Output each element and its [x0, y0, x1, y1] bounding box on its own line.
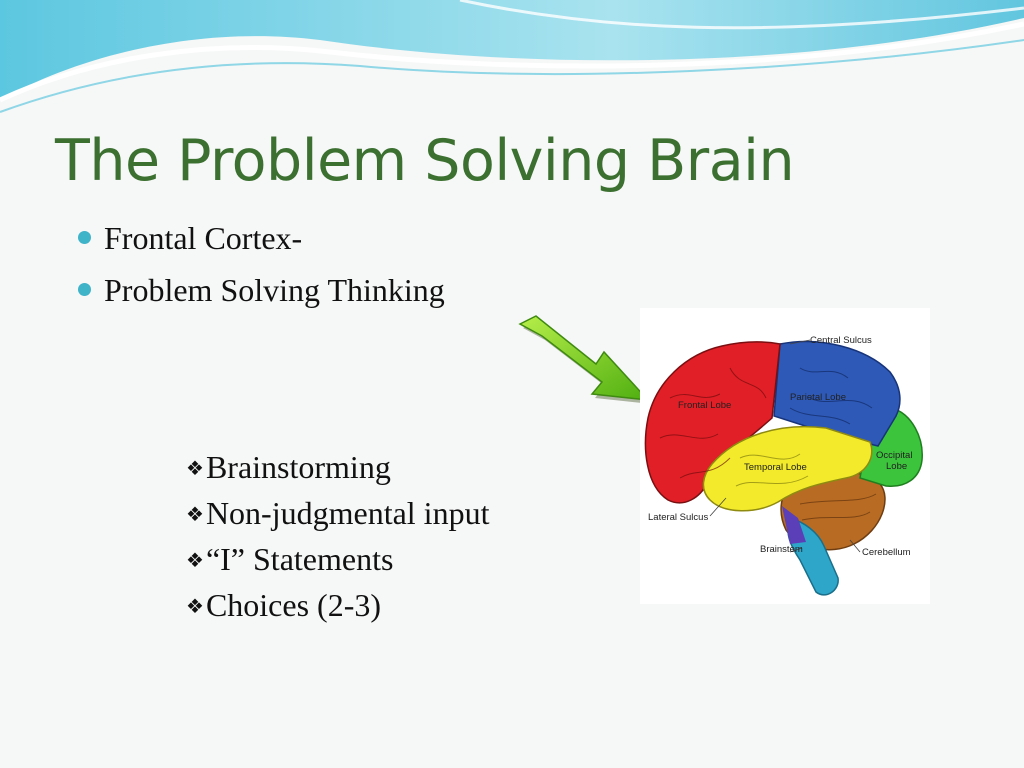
lateral-sulcus-label: Lateral Sulcus [648, 512, 708, 523]
sub-bullet-text: “I” Statements [205, 541, 394, 577]
sub-bullet-list: ❖Brainstorming ❖Non-judgmental input ❖“I… [186, 447, 489, 631]
bullet-item: Frontal Cortex- [78, 212, 445, 264]
parietal-lobe-region [773, 340, 901, 447]
brain-diagram: Central Sulcus Frontal Lobe Parietal Lob… [640, 308, 930, 604]
header-wave-decoration [0, 0, 1024, 113]
diamond-bullet-icon: ❖ [186, 458, 204, 480]
brainstem-purple-region [782, 506, 806, 544]
bullet-text: Frontal Cortex- [104, 220, 303, 256]
frontal-lobe-label: Frontal Lobe [678, 400, 731, 411]
bullet-list: Frontal Cortex- Problem Solving Thinking [78, 212, 445, 316]
bullet-dot-icon [78, 283, 91, 296]
brain-folds [659, 367, 877, 521]
occipital-lobe-label: Lobe [886, 461, 907, 472]
green-arrow-icon [518, 315, 651, 404]
parietal-lobe-label: Parietal Lobe [790, 392, 846, 403]
temporal-lobe-label: Temporal Lobe [744, 462, 807, 473]
bullet-text: Problem Solving Thinking [104, 272, 445, 308]
brainstem-label: Brainstem [760, 544, 803, 555]
sub-bullet-text: Non-judgmental input [205, 495, 490, 531]
diamond-bullet-icon: ❖ [186, 596, 204, 618]
occipital-lobe-region [859, 407, 923, 487]
sub-bullet-item: ❖Choices (2-3) [186, 585, 489, 631]
central-sulcus-label: Central Sulcus [810, 335, 872, 346]
sub-bullet-text: Choices (2-3) [205, 587, 381, 623]
sub-bullet-text: Brainstorming [205, 449, 391, 485]
slide-title: The Problem Solving Brain [55, 128, 795, 194]
diamond-bullet-icon: ❖ [186, 504, 204, 526]
diamond-bullet-icon: ❖ [186, 550, 204, 572]
temporal-lobe-region [702, 425, 873, 512]
sub-bullet-item: ❖Brainstorming [186, 447, 489, 493]
bullet-item: Problem Solving Thinking [78, 264, 445, 316]
sub-bullet-item: ❖Non-judgmental input [186, 493, 489, 539]
cerebellum-label: Cerebellum [862, 547, 911, 558]
label-leader-lines [709, 339, 861, 553]
sub-bullet-item: ❖“I” Statements [186, 539, 489, 585]
occipital-lobe-label: Occipital [876, 450, 912, 461]
bullet-dot-icon [78, 231, 91, 244]
